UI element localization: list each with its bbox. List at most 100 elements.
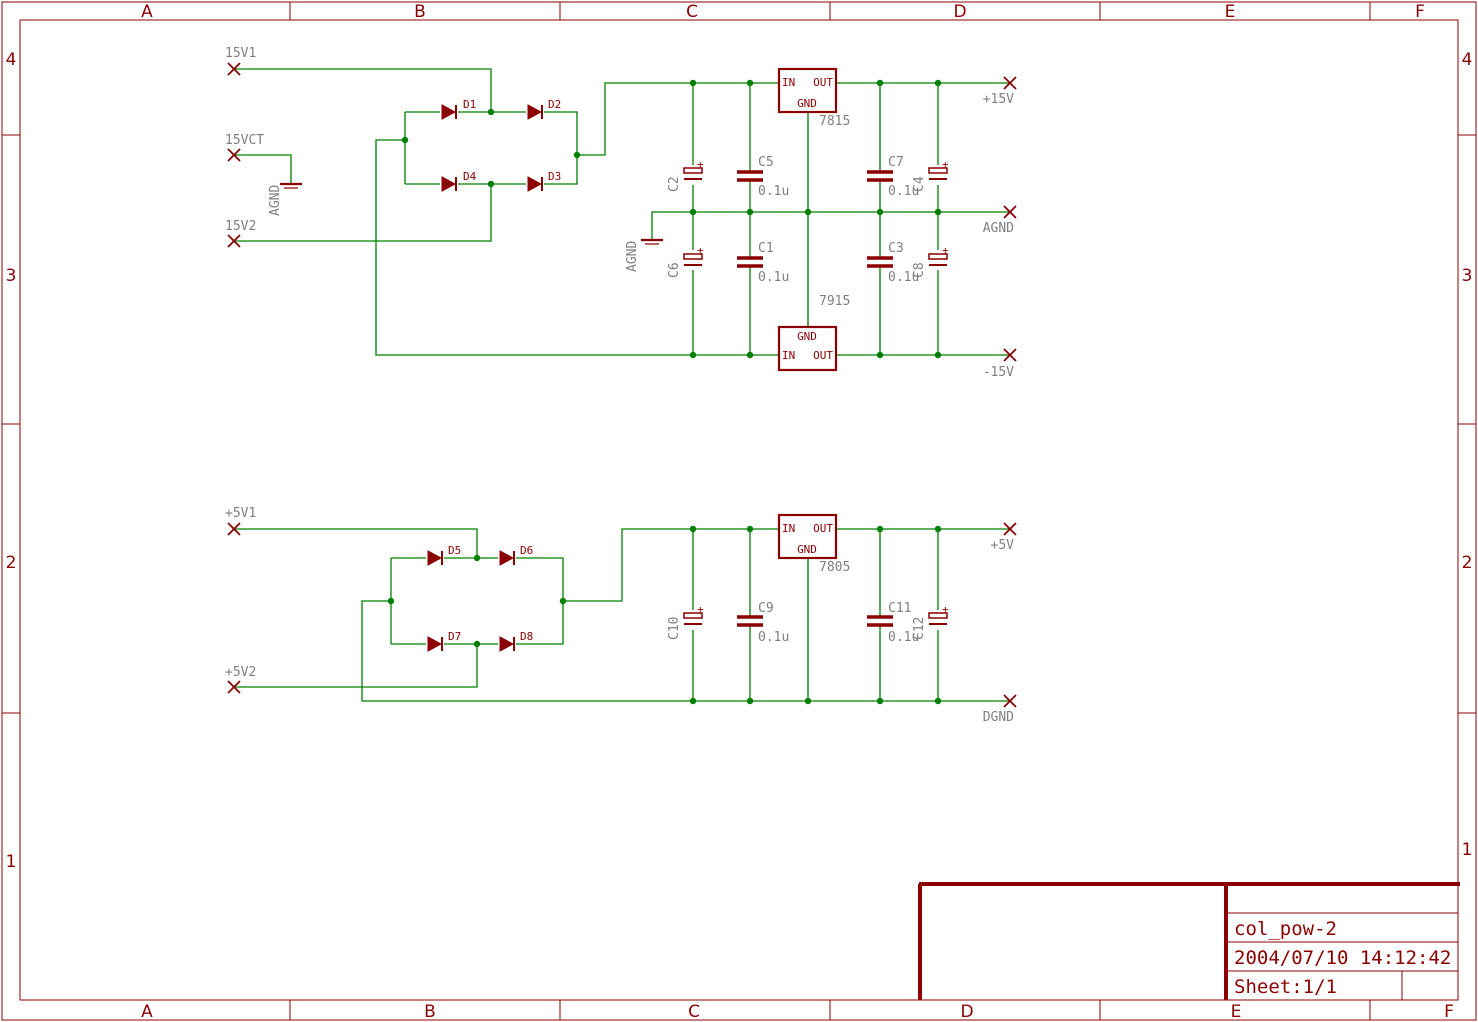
regulator-label-7915: 7915 [819,294,850,309]
capacitor-value-c9: 0.1u [758,630,789,645]
col-label-c: C [686,2,698,22]
pin-label-gnd: GND [797,330,817,343]
pin-label-gnd: GND [797,543,817,556]
connector-agnd-out[interactable]: AGND [983,205,1017,236]
ground-symbol-agnd-mid: AGND [625,238,663,272]
diode-d3[interactable]: D3 [527,170,561,192]
connector-plus5v[interactable]: +5V [991,522,1017,553]
capacitor-value-c7: 0.1u [888,184,919,199]
capacitor-c3[interactable]: C3 0.1u [867,241,919,285]
row-label-4-right: 4 [1462,50,1473,70]
capacitor-c9[interactable]: C9 0.1u [737,601,789,645]
ground-label-agnd-left: AGND [268,185,283,216]
capacitor-label-c1: C1 [758,241,774,256]
pin-label-gnd: GND [797,97,817,110]
row-label-2-right: 2 [1462,553,1473,573]
capacitor-label-c8: C8 [912,262,927,278]
connector-dgnd[interactable]: DGND [983,694,1017,725]
diode-d2[interactable]: D2 [527,98,561,120]
diode-label-d4: D4 [463,170,477,183]
diode-d7[interactable]: D7 [427,630,461,652]
capacitor-c10[interactable]: + C10 [667,603,704,640]
diode-d6[interactable]: D6 [499,544,533,566]
net-label-plus5v1: +5V1 [225,506,256,521]
svg-text:+: + [697,244,704,257]
capacitor-c2[interactable]: + C2 [667,158,704,192]
diode-label-d7: D7 [448,630,461,643]
svg-text:+: + [697,158,704,171]
svg-text:+: + [942,244,949,257]
capacitor-c4[interactable]: + C4 [912,158,949,192]
title-block-name: col_pow-2 [1234,918,1337,940]
row-label-3: 3 [6,266,17,286]
pin-label-out: OUT [813,522,833,535]
col-label-b-bottom: B [424,1002,436,1022]
col-label-a-bottom: A [141,1002,153,1022]
diode-label-d3: D3 [548,170,561,183]
col-label-d: D [953,2,966,22]
junctions-15v-supply [401,79,942,359]
capacitor-c7[interactable]: C7 0.1u [867,155,919,199]
pin-label-in: IN [782,349,795,362]
wires-15v-supply [234,68,1010,356]
svg-text:+: + [697,603,704,616]
connector-minus15v[interactable]: -15V [983,348,1017,380]
diode-d4[interactable]: D4 [441,170,477,192]
connector-15vct[interactable]: 15VCT [225,133,264,162]
diode-label-d6: D6 [520,544,533,557]
capacitor-c12[interactable]: + C12 [912,603,949,640]
capacitor-c11[interactable]: C11 0.1u [867,601,919,645]
connector-15v1[interactable]: 15V1 [225,46,256,76]
ground-symbol-agnd-left: AGND [268,182,302,216]
capacitor-label-c5: C5 [758,155,774,170]
capacitor-value-c5: 0.1u [758,184,789,199]
capacitor-value-c11: 0.1u [888,630,919,645]
net-label-15v2: 15V2 [225,219,256,234]
connector-plus5v2[interactable]: +5V2 [225,665,256,694]
row-label-2: 2 [6,553,17,573]
title-block-datetime: 2004/07/10 14:12:42 [1234,947,1451,969]
col-label-b: B [414,2,426,22]
regulator-label-7805: 7805 [819,560,850,575]
pin-label-out: OUT [813,349,833,362]
row-label-3-right: 3 [1462,266,1473,286]
regulator-7915[interactable]: GND IN OUT 7915 [777,294,850,372]
capacitor-c1[interactable]: C1 0.1u [737,241,789,285]
net-label-minus15v: -15V [983,365,1014,380]
regulator-label-7815: 7815 [819,114,850,129]
capacitor-c8[interactable]: + C8 [912,244,949,278]
net-label-15v1: 15V1 [225,46,256,61]
col-label-e: E [1225,2,1236,22]
diode-label-d8: D8 [520,630,533,643]
regulator-7805[interactable]: IN OUT GND 7805 [777,513,850,575]
col-label-a: A [141,2,153,22]
svg-text:+: + [942,158,949,171]
row-label-1: 1 [6,852,17,872]
title-block-sheet: Sheet:1/1 [1234,976,1337,998]
svg-text:+: + [942,603,949,616]
capacitor-c5[interactable]: C5 0.1u [737,155,789,199]
regulator-7815[interactable]: IN OUT GND 7815 [777,67,850,129]
net-label-15vct: 15VCT [225,133,264,148]
capacitor-label-c4: C4 [912,176,927,192]
capacitor-c6[interactable]: + C6 [667,244,704,278]
pin-label-out: OUT [813,76,833,89]
diode-d8[interactable]: D8 [499,630,533,652]
row-label-1-right: 1 [1462,840,1473,860]
pin-label-in: IN [782,522,795,535]
diode-label-d2: D2 [548,98,561,111]
diode-d1[interactable]: D1 [441,98,476,120]
connector-plus5v1[interactable]: +5V1 [225,506,256,536]
capacitor-label-c7: C7 [888,155,904,170]
net-label-plus15v: +15V [983,92,1014,107]
net-label-plus5v: +5V [991,538,1015,553]
ground-label-agnd-mid: AGND [625,241,640,272]
capacitor-label-c3: C3 [888,241,904,256]
connector-15v2[interactable]: 15V2 [225,219,256,248]
diode-d5[interactable]: D5 [427,544,461,566]
capacitor-value-c1: 0.1u [758,270,789,285]
connector-plus15v[interactable]: +15V [983,76,1017,107]
row-labels: 4 4 3 3 2 2 1 1 [6,50,1473,872]
col-label-d-bottom: D [960,1002,973,1022]
